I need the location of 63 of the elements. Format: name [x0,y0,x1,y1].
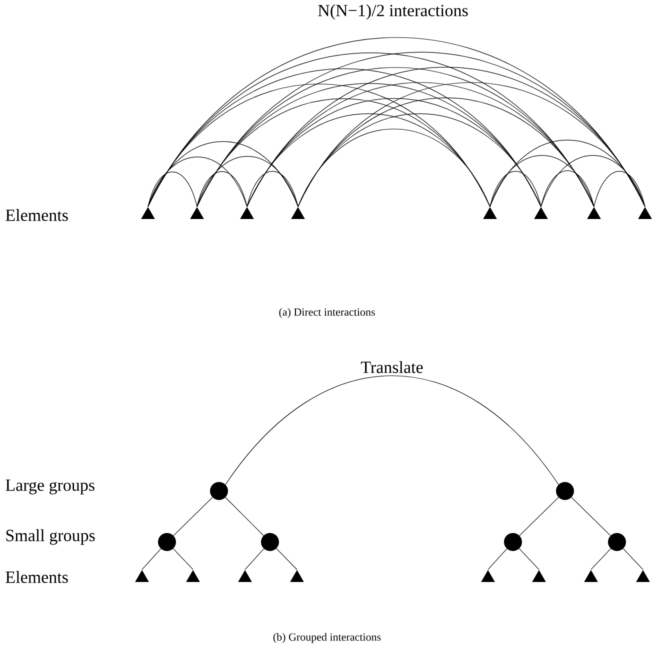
tree-line [276,548,298,570]
group-dot [608,533,626,551]
interaction-arc [196,171,248,207]
element-triangle [291,207,305,219]
element-triangle [481,570,495,582]
interaction-arc [298,128,490,207]
interaction-arc [246,171,298,207]
tree-line [244,548,264,570]
tree-line [571,497,611,536]
interaction-arc [490,171,542,207]
interaction-arc [490,155,594,207]
translate-arc [225,375,559,485]
tree-line [590,548,611,570]
interaction-arc [148,172,198,207]
label-text: Elements [6,571,68,583]
tree-line [519,497,559,536]
interaction-arc [196,98,490,207]
element-triangle [636,570,650,582]
tree-line [173,548,194,570]
interaction-arc [490,140,646,207]
tree-line [623,548,644,570]
interaction-arc [540,155,646,207]
edge-label: Translate [360,360,424,374]
tree-line [225,497,264,536]
label-text: (a) Direct interactions [279,308,375,318]
tree-line [142,548,162,570]
element-triangle [141,207,155,219]
group-dot [158,533,176,551]
element-triangle [584,570,598,582]
group-dot [504,533,522,551]
interaction-arc [196,83,542,207]
element-triangle [290,570,304,582]
element-triangle [238,570,252,582]
element-triangle [190,207,204,219]
label-text: N(N−1)/2 interactions [318,4,468,20]
element-triangle [186,570,200,582]
tree-line [173,497,213,536]
element-triangle [532,570,546,582]
element-triangle [638,207,652,219]
interaction-arc [298,98,594,207]
element-triangle [135,570,149,582]
interaction-arc [298,113,542,207]
element-triangle [534,207,548,219]
tree-line [488,548,508,570]
group-dot [210,482,228,500]
element-triangle [483,207,497,219]
interaction-arc [148,141,298,207]
interaction-arc [246,66,646,207]
label-text: (b) Grouped interactions [273,633,381,643]
tree-line [519,548,540,570]
label-text: Large groups [6,480,94,494]
element-triangle [240,207,254,219]
interaction-arc [540,170,594,207]
interaction-arc [148,156,248,207]
group-dot [556,482,574,500]
interaction-arc [298,82,646,207]
element-triangle [587,207,601,219]
interaction-arc [196,156,298,207]
interaction-arc [148,84,490,207]
label-text: Elements [6,209,68,221]
group-dot [261,533,279,551]
interaction-arc [594,171,646,207]
label-text: Small groups [6,529,95,545]
